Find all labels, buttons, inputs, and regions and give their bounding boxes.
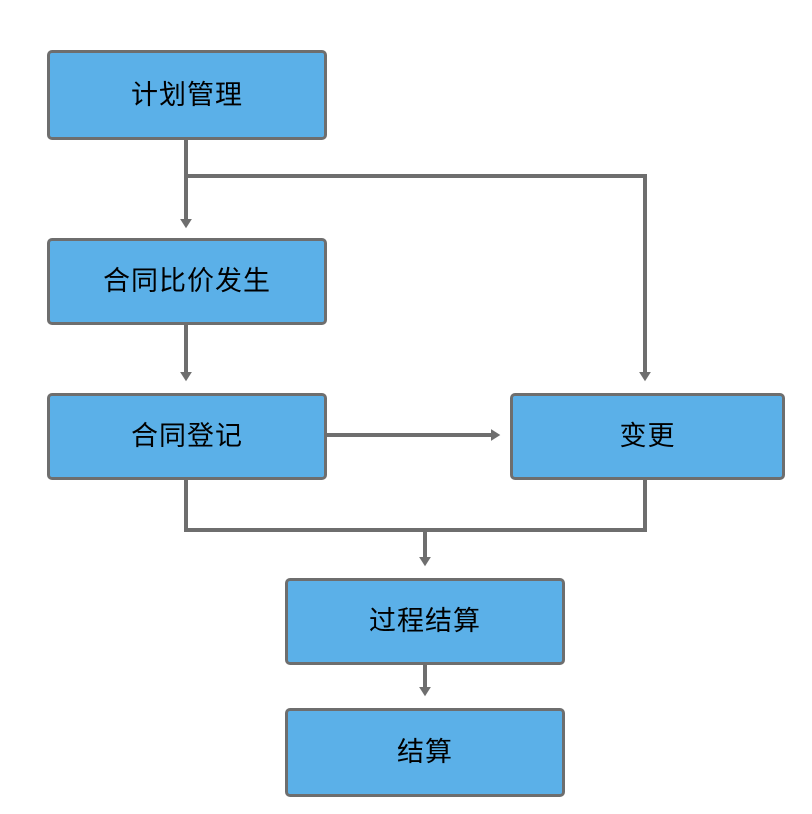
node-label: 结算 [397,737,453,767]
node-settlement[interactable]: 结算 [285,708,565,797]
edge-merge-to-progress [184,480,647,567]
node-contract-registration[interactable]: 合同登记 [47,393,327,480]
node-contract-price-comparison[interactable]: 合同比价发生 [47,238,327,325]
node-plan-management[interactable]: 计划管理 [47,50,327,140]
node-label: 变更 [619,421,676,451]
node-label: 过程结算 [369,606,481,636]
node-progress-settlement[interactable]: 过程结算 [285,578,565,665]
node-change[interactable]: 变更 [510,393,785,480]
node-label: 合同比价发生 [103,266,271,296]
node-label: 计划管理 [131,79,243,110]
node-label: 合同登记 [131,421,243,451]
edge-plan-to-change [186,174,651,382]
